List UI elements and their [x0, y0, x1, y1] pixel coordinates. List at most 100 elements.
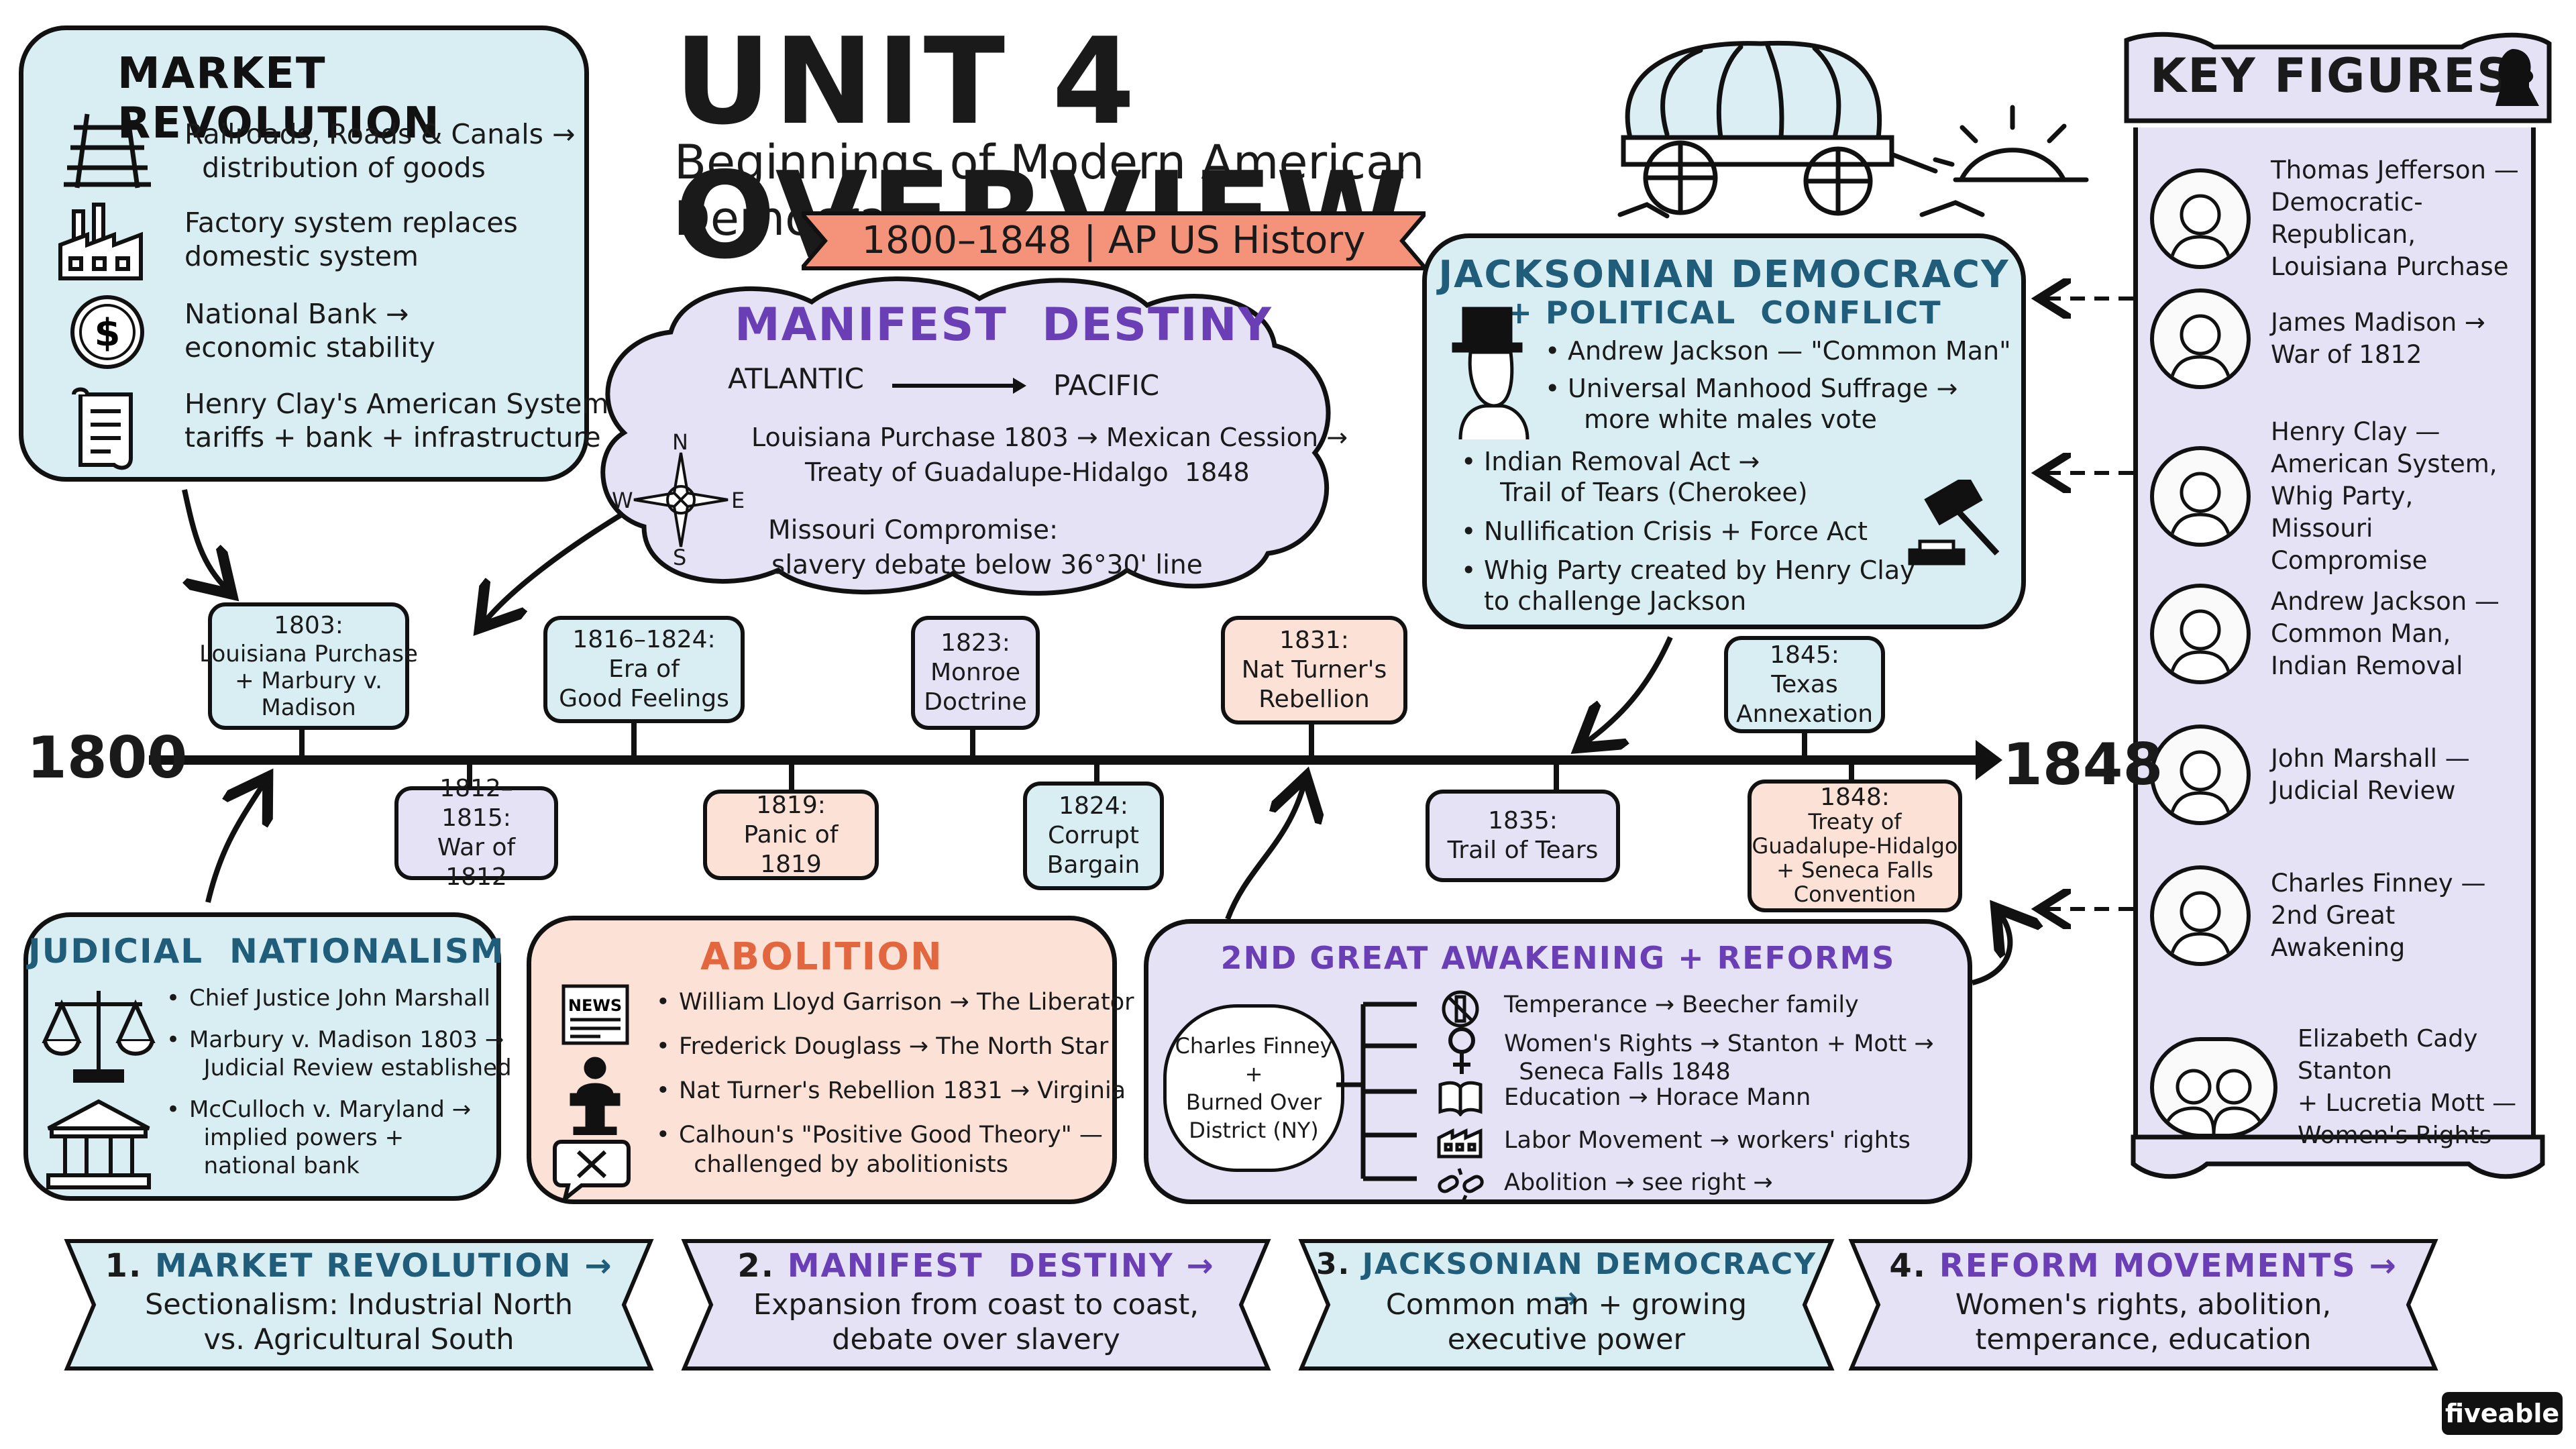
key-figure-clay: Henry Clay — American System, Whig Party… — [2150, 416, 2526, 577]
jacksonian-heading-1: JACKSONIAN DEMOCRACY — [1438, 253, 2010, 297]
md-line-4: slavery debate below 36°30' line — [771, 550, 1203, 580]
md-arrow-icon — [892, 378, 1026, 394]
gavel-icon — [1908, 480, 2000, 566]
awakening-brace — [1336, 1002, 1417, 1181]
event-1848-label: Treaty of Guadalupe-Hidalgo + Seneca Fal… — [1752, 809, 1958, 907]
event-1824-date: 1824: — [1059, 792, 1128, 820]
theme-1-text: Sectionalism: Industrial North vs. Agric… — [144, 1288, 574, 1356]
abolition-list: William Lloyd Garrison → The Liberator F… — [652, 987, 1134, 1179]
jacksonian-item-4: Nullification Crisis + Force Act — [1457, 516, 1915, 547]
abolition-item-4: Calhoun's "Positive Good Theory" — chall… — [652, 1120, 1134, 1179]
awakening-item-5: Abolition → see right → — [1504, 1169, 1773, 1196]
event-1845: 1845: Texas Annexation — [1724, 636, 1885, 733]
market-item-2: Factory system replaces domestic system — [184, 207, 518, 272]
date-banner: 1800–1848 | AP US History — [802, 208, 1426, 274]
key-figure-jefferson-text: Thomas Jefferson — Democratic-Republican… — [2271, 156, 2519, 281]
event-1816-1824-date: 1816–1824: — [572, 626, 716, 653]
theme-ribbon-3: 3. JACKSONIAN DEMOCRACY → Common man + g… — [1298, 1238, 1835, 1372]
theme-ribbon-4: 4. REFORM MOVEMENTS → Women's rights, ab… — [1848, 1238, 2438, 1372]
md-atlantic: ATLANTIC — [728, 362, 865, 395]
md-pacific: PACIFIC — [1053, 369, 1160, 402]
event-1831-label: Nat Turner's Rebellion — [1241, 656, 1387, 713]
jacksonian-item-5: Whig Party created by Henry Clay to chal… — [1457, 555, 1915, 616]
awakening-heading: 2ND GREAT AWAKENING + REFORMS — [1220, 940, 1896, 976]
judicial-item-2: Marbury v. Madison 1803 → Judicial Revie… — [162, 1026, 512, 1082]
jacksonian-item-3: Indian Removal Act → Trail of Tears (Che… — [1457, 446, 1915, 508]
manifest-destiny-heading: MANIFEST DESTINY — [735, 299, 1273, 352]
railroad-track-icon — [57, 107, 158, 195]
key-figure-marshall: John Marshall — Judicial Review — [2150, 724, 2526, 825]
event-1845-label: Texas Annexation — [1735, 670, 1874, 728]
event-1845-date: 1845: — [1770, 641, 1839, 669]
event-1824: 1824: Corrupt Bargain — [1023, 782, 1164, 890]
compass-s: S — [673, 545, 687, 570]
jefferson-portrait-icon — [2150, 168, 2251, 269]
jacksonian-list-top: Andrew Jackson — "Common Man" Universal … — [1541, 335, 2011, 435]
key-figures-scroll-bottom — [2131, 1134, 2545, 1179]
awakening-item-4: Labor Movement → workers' rights — [1504, 1127, 1911, 1154]
event-1831-date: 1831: — [1279, 627, 1349, 654]
theme-2-text: Expansion from coast to coast, debate ov… — [753, 1288, 1199, 1356]
awakening-item-3: Education → Horace Mann — [1504, 1084, 1811, 1111]
key-figure-jefferson: Thomas Jefferson — Democratic-Republican… — [2150, 154, 2526, 283]
market-revolution-heading: MARKET REVOLUTION — [117, 49, 441, 148]
compass-rose-icon — [633, 452, 729, 547]
key-figures-heading: KEY FIGURES — [2150, 48, 2512, 103]
theme-4-text: Women's rights, abolition, temperance, e… — [1955, 1288, 2332, 1356]
theme-2-title: MANIFEST DESTINY → — [787, 1247, 1215, 1285]
key-figure-jackson: Andrew Jackson — Common Man, Indian Remo… — [2150, 584, 2526, 684]
broken-chain-icon — [1438, 1168, 1484, 1201]
event-1835-date: 1835: — [1488, 807, 1558, 835]
key-figure-jackson-text: Andrew Jackson — Common Man, Indian Remo… — [2271, 587, 2500, 680]
judicial-list: Chief Justice John Marshall Marbury v. M… — [162, 984, 512, 1180]
no-alcohol-icon — [1442, 990, 1479, 1028]
marshall-portrait-icon — [2150, 724, 2251, 825]
event-1823: 1823: Monroe Doctrine — [911, 616, 1040, 730]
market-item-4: Henry Clay's American System: tariffs + … — [184, 388, 619, 453]
event-1819-label: Panic of 1819 — [743, 820, 839, 878]
finney-portrait-icon — [2150, 865, 2251, 966]
md-line-1: Louisiana Purchase 1803 → Mexican Cessio… — [751, 423, 1348, 452]
event-1803-date: 1803: — [274, 612, 343, 639]
stanton-mott-portrait-icon — [2150, 1037, 2277, 1138]
newspaper-icon-label: NEWS — [568, 996, 621, 1015]
factory-icon — [54, 198, 161, 285]
jacksonian-list-bottom: Indian Removal Act → Trail of Tears (Che… — [1457, 446, 1915, 616]
great-awakening-panel: 2ND GREAT AWAKENING + REFORMS Charles Fi… — [1144, 919, 1972, 1204]
timeline-start-year: 1800 — [27, 724, 188, 792]
compass-w: W — [612, 488, 633, 513]
podium-speaker-icon — [570, 1057, 621, 1135]
event-1835-label: Trail of Tears — [1447, 837, 1599, 864]
timeline-end-year: 1848 — [2002, 731, 2163, 798]
event-1848: 1848: Treaty of Guadalupe-Hidalgo + Sene… — [1748, 780, 1962, 912]
theme-1-num: 1. — [105, 1247, 143, 1285]
manifest-destiny-cloud — [600, 276, 1331, 596]
abolition-panel: ABOLITION NEWS William Lloyd Garrison → … — [527, 916, 1134, 1204]
event-1812-1815-date: 1812–1815: — [439, 775, 513, 832]
event-1816-1824-label: Era of Good Feelings — [559, 655, 729, 712]
compass-n: N — [672, 429, 688, 455]
md-line-3: Missouri Compromise: — [768, 515, 1059, 545]
event-1803-label: Louisiana Purchase + Marbury v. Madison — [199, 641, 418, 721]
theme-ribbon-1: 1. MARKET REVOLUTION → Sectionalism: Ind… — [64, 1238, 654, 1372]
theme-4-title: REFORM MOVEMENTS → — [1939, 1247, 2398, 1285]
event-1816-1824: 1816–1824: Era of Good Feelings — [543, 616, 745, 723]
madison-portrait-icon — [2150, 288, 2251, 389]
key-figure-stanton-mott-text: Elizabeth Cady Stanton + Lucretia Mott —… — [2298, 1025, 2517, 1149]
theme-1-title: MARKET REVOLUTION → — [154, 1247, 613, 1285]
covered-wagon-icon — [1617, 40, 2089, 219]
key-figures-banner — [2124, 32, 2552, 123]
speech-bubble-x-icon — [553, 1140, 631, 1202]
theme-ribbon-2: 2. MANIFEST DESTINY → Expansion from coa… — [681, 1238, 1271, 1372]
awakening-hub: Charles Finney + Burned Over District (N… — [1163, 1004, 1344, 1172]
awakening-hub-text: Charles Finney + Burned Over District (N… — [1175, 1033, 1333, 1143]
andrew-jackson-portrait-icon — [1452, 307, 1529, 439]
abolition-item-1: William Lloyd Garrison → The Liberator — [652, 987, 1134, 1017]
key-figure-clay-text: Henry Clay — American System, Whig Party… — [2271, 417, 2498, 575]
event-1812-1815: 1812–1815: War of 1812 — [394, 775, 558, 891]
theme-3-title: JACKSONIAN DEMOCRACY → — [1362, 1247, 1817, 1316]
event-1835: 1835: Trail of Tears — [1426, 790, 1620, 882]
event-1848-date: 1848: — [1820, 784, 1890, 811]
key-figure-marshall-text: John Marshall — Judicial Review — [2271, 744, 2470, 805]
